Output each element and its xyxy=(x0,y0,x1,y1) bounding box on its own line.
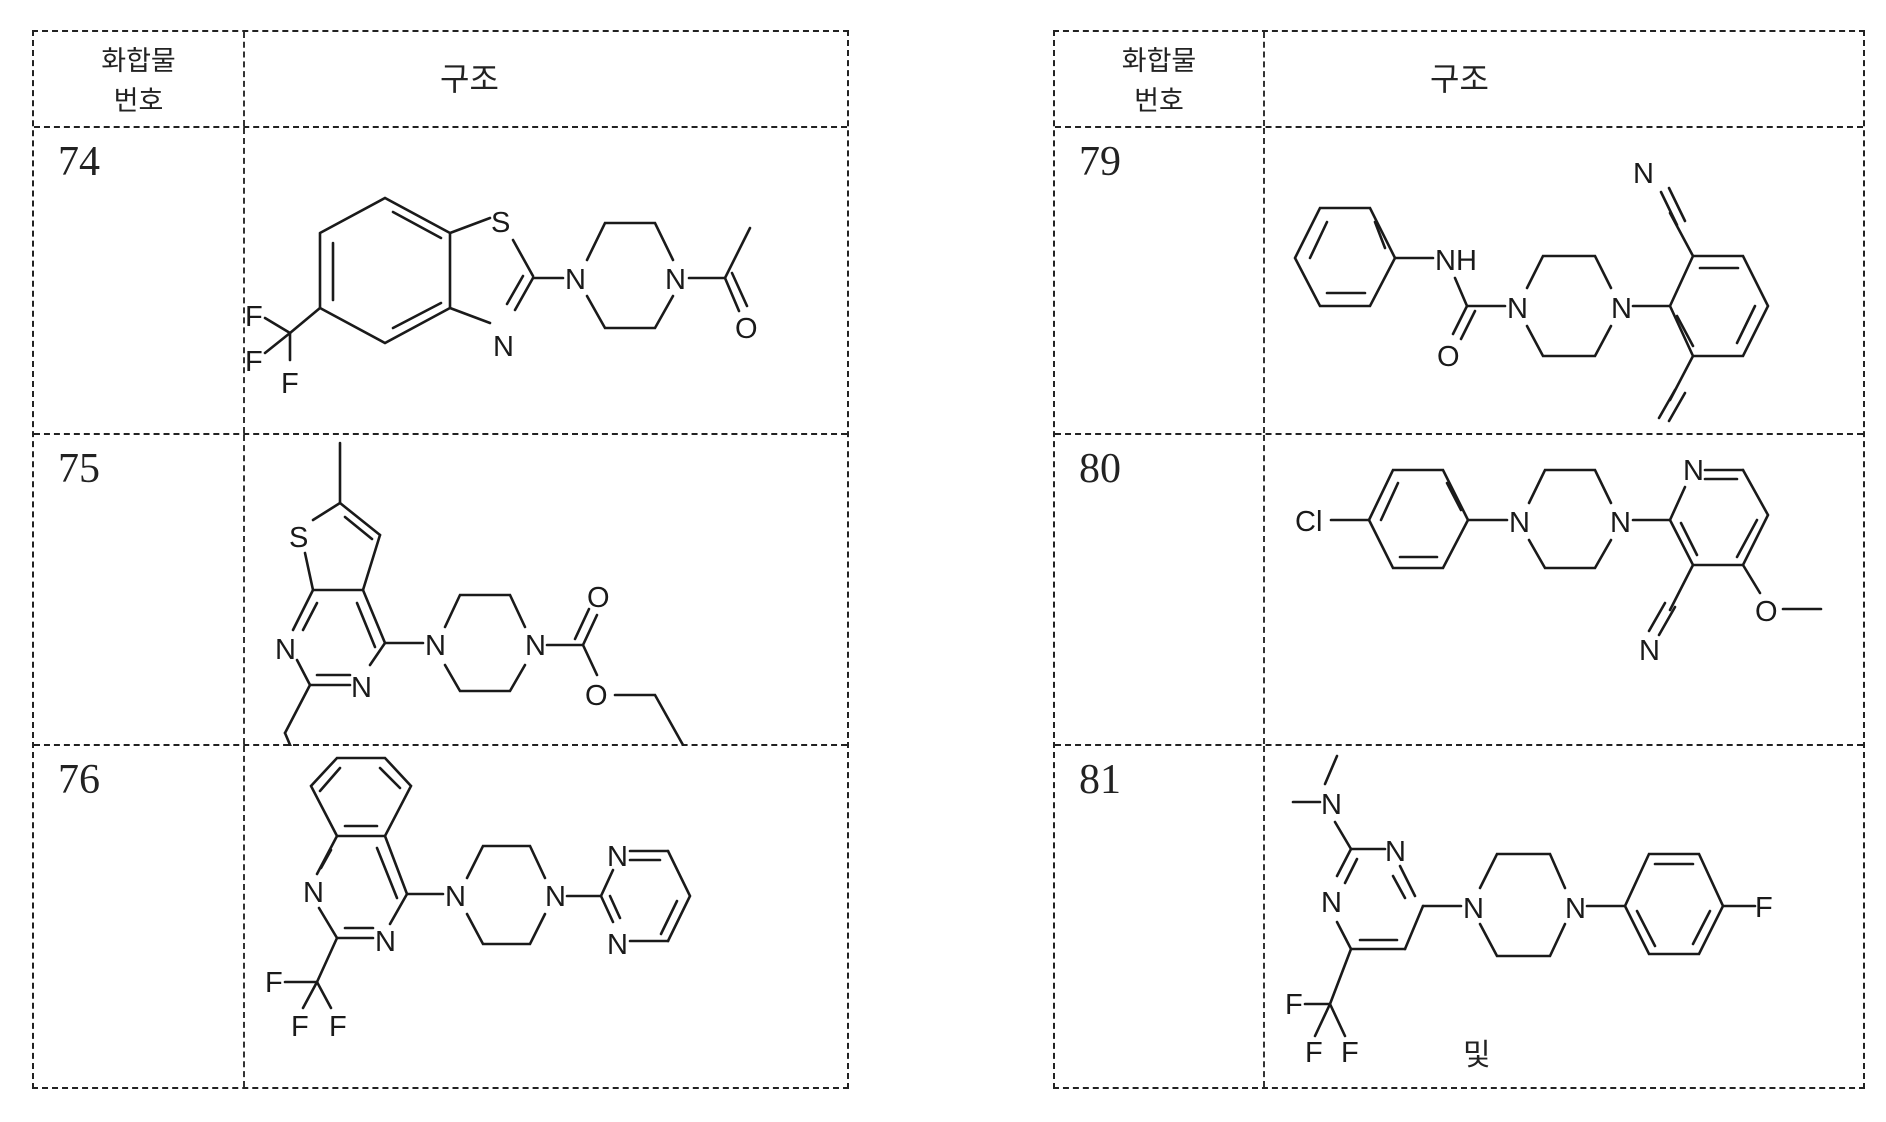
compound-number: 81 xyxy=(1079,757,1121,803)
svg-text:N: N xyxy=(351,672,372,704)
header-number-label: 화합물 번호 xyxy=(1055,42,1263,122)
svg-text:N: N xyxy=(303,877,324,909)
header-number-cell: 화합물 번호 xyxy=(34,32,245,126)
compound-number-cell: 79 xyxy=(1055,128,1265,433)
table-row: 81 N N N N xyxy=(1055,746,1863,1087)
svg-text:N: N xyxy=(525,630,546,662)
svg-text:F: F xyxy=(245,301,263,333)
svg-text:N: N xyxy=(665,264,686,296)
svg-text:F: F xyxy=(265,967,283,999)
structure-cell: S N N N O xyxy=(245,128,847,433)
header-structure-label: 구조 xyxy=(440,60,499,98)
svg-text:N: N xyxy=(1611,293,1632,325)
compound-number: 74 xyxy=(58,139,100,185)
table-row: 75 S N N xyxy=(34,435,847,746)
svg-text:O: O xyxy=(1437,341,1460,373)
structure-cell: S N N N N xyxy=(245,435,847,746)
header-number-line2: 번호 xyxy=(113,86,164,117)
svg-text:NH: NH xyxy=(1435,245,1477,277)
svg-text:N: N xyxy=(375,926,396,958)
compound-table-left: 화합물 번호 구조 74 S N xyxy=(32,30,849,1089)
svg-text:N: N xyxy=(1639,635,1660,667)
svg-text:O: O xyxy=(587,582,610,614)
molecule-75-structure: S N N N N xyxy=(275,441,685,746)
compound-number-cell: 76 xyxy=(34,746,245,1087)
compound-number: 76 xyxy=(58,757,100,803)
svg-text:S: S xyxy=(289,522,308,554)
svg-text:N: N xyxy=(1321,887,1342,919)
svg-text:N: N xyxy=(275,634,296,666)
svg-text:F: F xyxy=(1341,1037,1359,1069)
compound-number-cell: 80 xyxy=(1055,435,1265,744)
svg-text:S: S xyxy=(491,207,510,239)
header-number-label: 화합물 번호 xyxy=(34,42,243,122)
compound-number: 75 xyxy=(58,446,100,492)
structure-cell: Cl N N N xyxy=(1265,435,1863,744)
table-row: 79 NH O N N xyxy=(1055,128,1863,435)
structure-cell: N N N N N xyxy=(245,746,847,1087)
svg-text:F: F xyxy=(281,368,299,400)
svg-text:N: N xyxy=(1507,293,1528,325)
conjunction-text: 및 xyxy=(1463,1038,1491,1073)
svg-text:Cl: Cl xyxy=(1295,506,1322,538)
svg-text:N: N xyxy=(1683,455,1704,487)
table-row: 74 S N N N xyxy=(34,128,847,435)
svg-text:N: N xyxy=(445,881,466,913)
table-header-row: 화합물 번호 구조 xyxy=(34,32,847,128)
table-row: 76 N N N N xyxy=(34,746,847,1087)
table-header-row: 화합물 번호 구조 xyxy=(1055,32,1863,128)
svg-text:O: O xyxy=(735,313,758,345)
header-number-line1: 화합물 xyxy=(1121,46,1197,77)
svg-text:N: N xyxy=(1463,893,1484,925)
svg-text:F: F xyxy=(1755,892,1773,924)
svg-text:O: O xyxy=(585,680,608,712)
svg-text:N: N xyxy=(1633,158,1654,190)
molecule-76-structure: N N N N N xyxy=(265,756,692,1043)
compound-number-cell: 81 xyxy=(1055,746,1265,1087)
svg-text:F: F xyxy=(1305,1037,1323,1069)
compound-table-right: 화합물 번호 구조 79 NH O N xyxy=(1053,30,1865,1089)
header-number-line2: 번호 xyxy=(1134,86,1184,117)
header-number-cell: 화합물 번호 xyxy=(1055,32,1265,126)
molecule-74-structure: S N N N O xyxy=(245,196,758,400)
svg-text:F: F xyxy=(245,346,263,378)
molecule-80-structure: Cl N N N xyxy=(1295,455,1823,667)
svg-text:N: N xyxy=(1385,836,1406,868)
svg-text:N: N xyxy=(493,331,514,363)
molecule-81-structure: N N N N N xyxy=(1285,754,1773,1069)
header-structure-cell: 구조 xyxy=(245,32,847,126)
svg-text:N: N xyxy=(1565,893,1586,925)
structure-cell: NH O N N N xyxy=(1265,128,1863,433)
svg-text:N: N xyxy=(1610,507,1631,539)
header-structure-cell: 구조 xyxy=(1265,32,1863,126)
svg-text:F: F xyxy=(1285,989,1303,1021)
compound-number: 80 xyxy=(1079,446,1121,492)
svg-text:N: N xyxy=(607,841,628,873)
svg-text:N: N xyxy=(565,264,586,296)
compound-number-cell: 75 xyxy=(34,435,245,744)
svg-text:N: N xyxy=(1509,507,1530,539)
svg-text:N: N xyxy=(1321,789,1342,821)
structure-cell: N N N N N xyxy=(1265,746,1863,1087)
compound-number: 79 xyxy=(1079,139,1121,185)
header-structure-label: 구조 xyxy=(1430,60,1489,98)
molecule-79-structure: NH O N N N xyxy=(1293,158,1770,423)
svg-text:O: O xyxy=(1755,596,1778,628)
svg-text:N: N xyxy=(607,929,628,961)
svg-text:F: F xyxy=(291,1011,309,1043)
header-number-line1: 화합물 xyxy=(101,46,176,77)
compound-number-cell: 74 xyxy=(34,128,245,433)
table-row: 80 Cl N N N xyxy=(1055,435,1863,746)
svg-text:F: F xyxy=(329,1011,347,1043)
svg-text:N: N xyxy=(425,630,446,662)
svg-text:N: N xyxy=(545,881,566,913)
